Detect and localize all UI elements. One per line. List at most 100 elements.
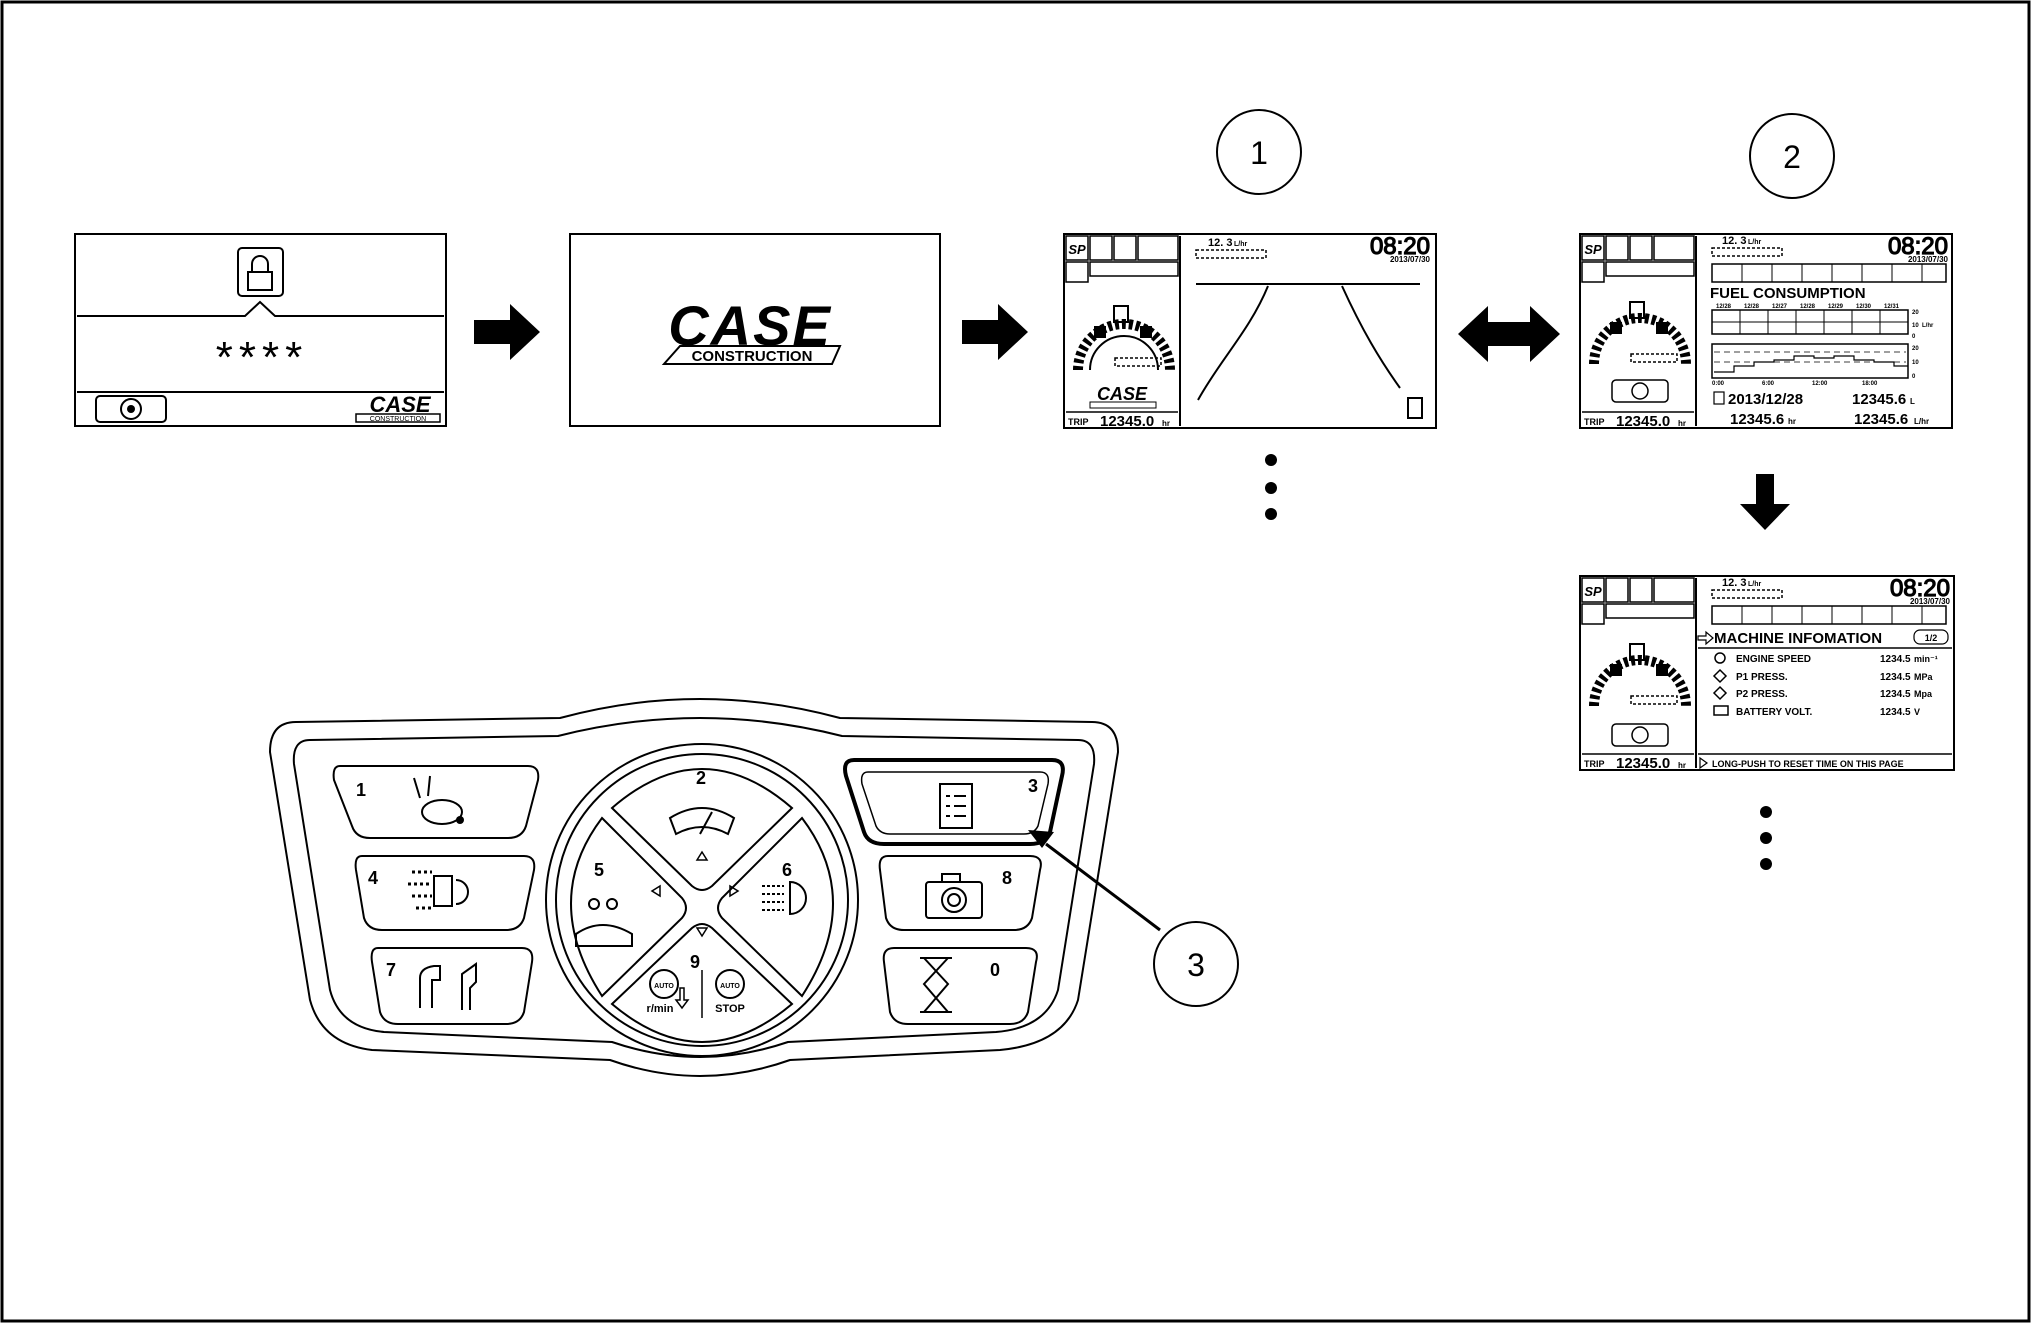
svg-text:hr: hr (1788, 417, 1796, 426)
key-number: 7 (386, 960, 396, 980)
key-number: 3 (1028, 776, 1038, 796)
svg-text:2013/07/30: 2013/07/30 (1910, 597, 1951, 606)
svg-text:SP: SP (1584, 242, 1602, 257)
indicator-row-top: SP (1581, 235, 1695, 283)
auto-stop-icon: AUTO STOP (715, 969, 745, 1015)
svg-text:08:20: 08:20 (1890, 575, 1950, 602)
work-light-icon (729, 880, 807, 916)
svg-text:TRIP: TRIP (1584, 417, 1605, 427)
key-number: 9 (690, 952, 700, 972)
callout-3: 3 (1028, 830, 1239, 1007)
svg-text:12/28: 12/28 (1744, 304, 1760, 310)
svg-text:ENGINE SPEED: ENGINE SPEED (1736, 654, 1811, 665)
key-9[interactable]: 9 AUTO r/min AUTO STOP (610, 923, 794, 1043)
trip-meter: TRIP 12345.0 hr (1066, 411, 1178, 430)
washer-icon (408, 870, 469, 910)
indicator-row-second (1065, 261, 1179, 283)
padlock-icon (237, 247, 284, 297)
rabbit-icon (413, 775, 464, 825)
key-8[interactable]: 7 (370, 947, 534, 1025)
callout-1: 1 (1216, 109, 1302, 195)
svg-text:SP: SP (1584, 584, 1602, 599)
svg-text:hr: hr (1678, 761, 1686, 770)
play-icon (1699, 756, 1709, 770)
machine-status-icon (95, 395, 167, 423)
svg-text:12345.6: 12345.6 (1730, 411, 1784, 428)
key-number: 6 (782, 860, 792, 880)
svg-text:1/2: 1/2 (1925, 633, 1938, 643)
key-number: 1 (356, 780, 366, 800)
svg-text:12345.0: 12345.0 (1616, 755, 1670, 772)
machine-info-screen: SP TRIP 12345.0 hr 12. 3 L/hr 08:20 (1579, 574, 1955, 772)
case-construction-logo: CASE CONSTRUCTION (661, 294, 842, 365)
indicator-row-top: SP (1065, 235, 1179, 261)
key-0[interactable]: 0 (882, 947, 1038, 1025)
key-6[interactable]: 6 (717, 816, 834, 998)
clock: 08:20 (1370, 233, 1430, 260)
svg-text:12345.6: 12345.6 (1854, 411, 1908, 428)
page-indicator[interactable]: 1/2 (1913, 629, 1949, 645)
svg-text:1234.5: 1234.5 (1880, 654, 1911, 665)
key-1[interactable]: 1 (332, 765, 540, 839)
engine-icon (1714, 652, 1726, 664)
svg-text:L/hr: L/hr (1914, 417, 1929, 426)
flow-double-arrow (1458, 306, 1560, 362)
continuation-dots-1 (1265, 454, 1277, 520)
key-number: 5 (594, 860, 604, 880)
trip-meter: TRIP 12345.0 hr (1582, 753, 1694, 772)
key-2[interactable]: 2 (610, 768, 794, 891)
svg-text:L/hr: L/hr (1922, 323, 1934, 329)
svg-text:20: 20 (1912, 310, 1919, 316)
svg-text:2: 2 (1783, 139, 1801, 175)
key-3[interactable]: 3 (843, 758, 1065, 846)
svg-text:12. 3: 12. 3 (1208, 237, 1232, 249)
camera-icon (925, 873, 983, 919)
menu-tab-row[interactable] (1711, 263, 1947, 283)
machine-info-rows: ENGINE SPEED 1234.5 min⁻¹ P1 PRESS. 1234… (1712, 652, 1938, 718)
svg-text:CONSTRUCTION: CONSTRUCTION (370, 416, 426, 423)
indicator-row-top: SP (1581, 577, 1695, 625)
continuation-dots-2 (1760, 806, 1772, 870)
svg-text:20: 20 (1912, 346, 1919, 352)
attachment-icon (419, 962, 477, 1010)
svg-text:3: 3 (1187, 947, 1205, 983)
rear-camera-view (1196, 283, 1423, 419)
svg-text:STOP: STOP (715, 1003, 745, 1015)
key-number: 0 (990, 960, 1000, 980)
svg-text:BATTERY VOLT.: BATTERY VOLT. (1736, 707, 1813, 718)
svg-text:CASE: CASE (369, 392, 431, 417)
keypad-panel: 1 4 7 (268, 698, 1120, 1077)
svg-text:2013/07/30: 2013/07/30 (1908, 255, 1949, 264)
status-bar: 12. 3 L/hr 08:20 2013/07/30 (1711, 232, 1949, 264)
key-5[interactable]: 5 (570, 816, 687, 998)
key-4[interactable]: 4 (354, 855, 536, 931)
key-7[interactable]: 8 (878, 855, 1042, 931)
arrow-right-icon (1697, 630, 1714, 646)
svg-text:12/31: 12/31 (1884, 304, 1900, 310)
svg-text:AUTO: AUTO (720, 983, 740, 990)
svg-text:TRIP: TRIP (1584, 759, 1605, 769)
password-screen: **** CASE CONSTRUCTION (74, 233, 447, 427)
svg-text:min⁻¹: min⁻¹ (1914, 654, 1938, 664)
date: 2013/07/30 (1390, 255, 1431, 264)
svg-text:0:00: 0:00 (1712, 381, 1725, 387)
pressure-icon (1712, 668, 1728, 684)
status-bar: 12. 3 L/hr 08:20 2013/07/30 (1195, 232, 1431, 264)
svg-text:1234.5: 1234.5 (1880, 672, 1911, 683)
svg-text:6:00: 6:00 (1762, 381, 1775, 387)
password-mask[interactable]: **** (216, 333, 309, 382)
svg-text:hr: hr (1678, 419, 1686, 428)
hourglass-icon (920, 957, 952, 1013)
flow-arrow-2 (962, 304, 1028, 360)
machine-title: MACHINE INFOMATION (1714, 630, 1882, 647)
svg-text:1: 1 (1250, 135, 1268, 171)
svg-text:08:20: 08:20 (1888, 233, 1948, 260)
svg-text:10: 10 (1912, 360, 1919, 366)
svg-text:L/hr: L/hr (1234, 241, 1247, 248)
case-logo-small: CASE CONSTRUCTION (355, 392, 441, 423)
key-number: 2 (696, 768, 706, 788)
menu-tab-row[interactable] (1711, 605, 1947, 625)
svg-text:SP: SP (1068, 242, 1086, 257)
callout-2: 2 (1749, 113, 1835, 199)
